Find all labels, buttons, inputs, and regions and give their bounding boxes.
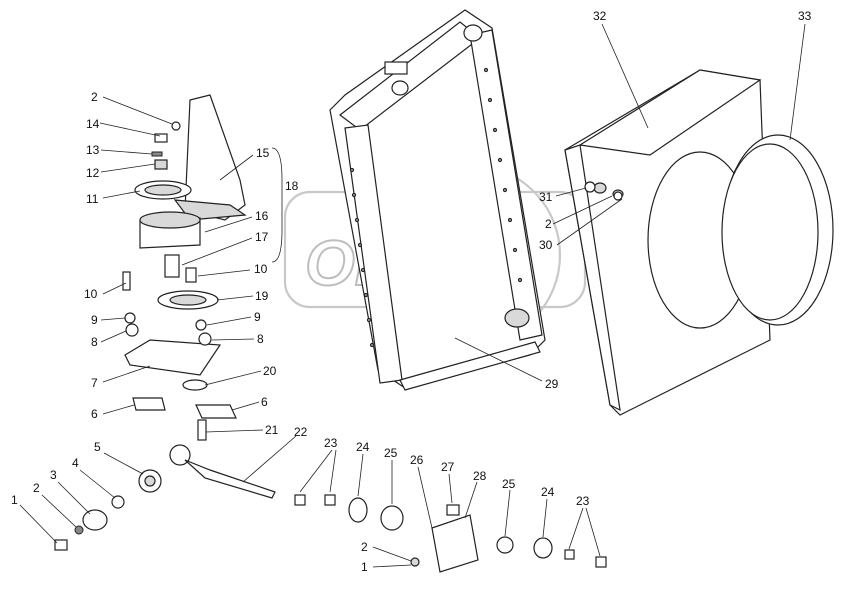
callout-28: 28: [473, 469, 487, 483]
callout-2-lower: 2: [33, 481, 40, 495]
callout-31: 31: [539, 190, 553, 204]
callout-18: 18: [285, 179, 299, 193]
callout-10-left: 10: [84, 287, 98, 301]
fan-ring: [647, 134, 834, 329]
callout-8-left: 8: [91, 335, 98, 349]
callout-7: 7: [91, 376, 98, 390]
callout-29: 29: [545, 377, 559, 391]
callout-9-right: 9: [254, 310, 261, 324]
callout-1-left: 1: [11, 493, 18, 507]
callout-13: 13: [86, 143, 100, 157]
callout-6-left: 6: [91, 407, 98, 421]
callout-labels: 2 14 13 12 11 15 18 16 17 10 10 19 9 9 8…: [11, 9, 812, 574]
callout-11: 11: [86, 192, 99, 206]
callout-4: 4: [72, 456, 79, 470]
callout-25-right: 25: [502, 477, 516, 491]
callout-27: 27: [441, 460, 455, 474]
callout-22: 22: [294, 425, 308, 439]
callout-14: 14: [86, 117, 100, 131]
callout-24-left: 24: [356, 440, 370, 454]
callout-8-right: 8: [257, 332, 264, 346]
radiator: [329, 9, 546, 391]
bracket-assembly: [124, 94, 276, 499]
callout-6-right: 6: [261, 395, 268, 409]
callout-10-right: 10: [254, 262, 268, 276]
callout-17: 17: [255, 230, 269, 244]
leader-lines: [19, 23, 806, 568]
callout-2: 2: [91, 90, 98, 104]
callout-2-shroud: 2: [545, 217, 552, 231]
callout-2-bottom: 2: [361, 540, 368, 554]
callout-9-left: 9: [91, 313, 98, 327]
callout-15: 15: [256, 146, 270, 160]
callout-21: 21: [265, 423, 279, 437]
callout-19: 19: [255, 289, 269, 303]
callout-12: 12: [86, 166, 100, 180]
hardware: [54, 121, 623, 573]
callout-1-bottom: 1: [361, 560, 368, 574]
callout-30: 30: [539, 238, 553, 252]
callout-5: 5: [94, 440, 101, 454]
callout-24-right: 24: [541, 485, 555, 499]
callout-33: 33: [798, 9, 812, 23]
callout-23-right: 23: [576, 494, 590, 508]
callout-16: 16: [255, 209, 269, 223]
callout-25-left: 25: [384, 446, 398, 460]
callout-23-left: 23: [324, 436, 338, 450]
callout-32: 32: [593, 9, 607, 23]
callout-3: 3: [50, 468, 57, 482]
callout-20: 20: [263, 364, 277, 378]
callout-26: 26: [410, 453, 424, 467]
